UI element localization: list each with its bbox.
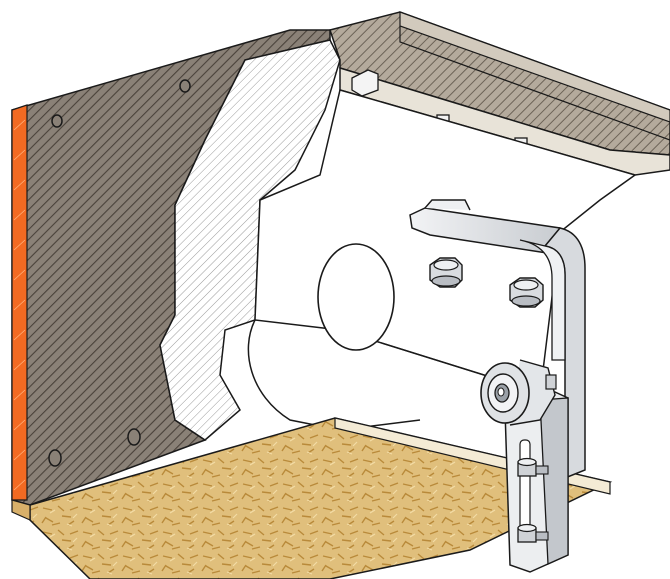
pulley-wheel xyxy=(480,359,557,426)
hex-nut xyxy=(429,257,463,288)
mounting-bracket xyxy=(409,199,586,573)
insulation-layer xyxy=(159,39,341,441)
round-opening xyxy=(317,243,395,351)
wall-hole xyxy=(48,449,62,467)
bolt xyxy=(517,457,549,477)
wall-hole xyxy=(179,79,191,93)
bolt xyxy=(517,523,549,543)
ceiling-clip xyxy=(351,69,379,97)
hex-nut xyxy=(509,277,544,308)
back-panel xyxy=(247,89,637,431)
orange-edge-strip xyxy=(11,104,28,501)
wall-hole xyxy=(51,114,63,128)
wall-hole xyxy=(127,428,141,446)
